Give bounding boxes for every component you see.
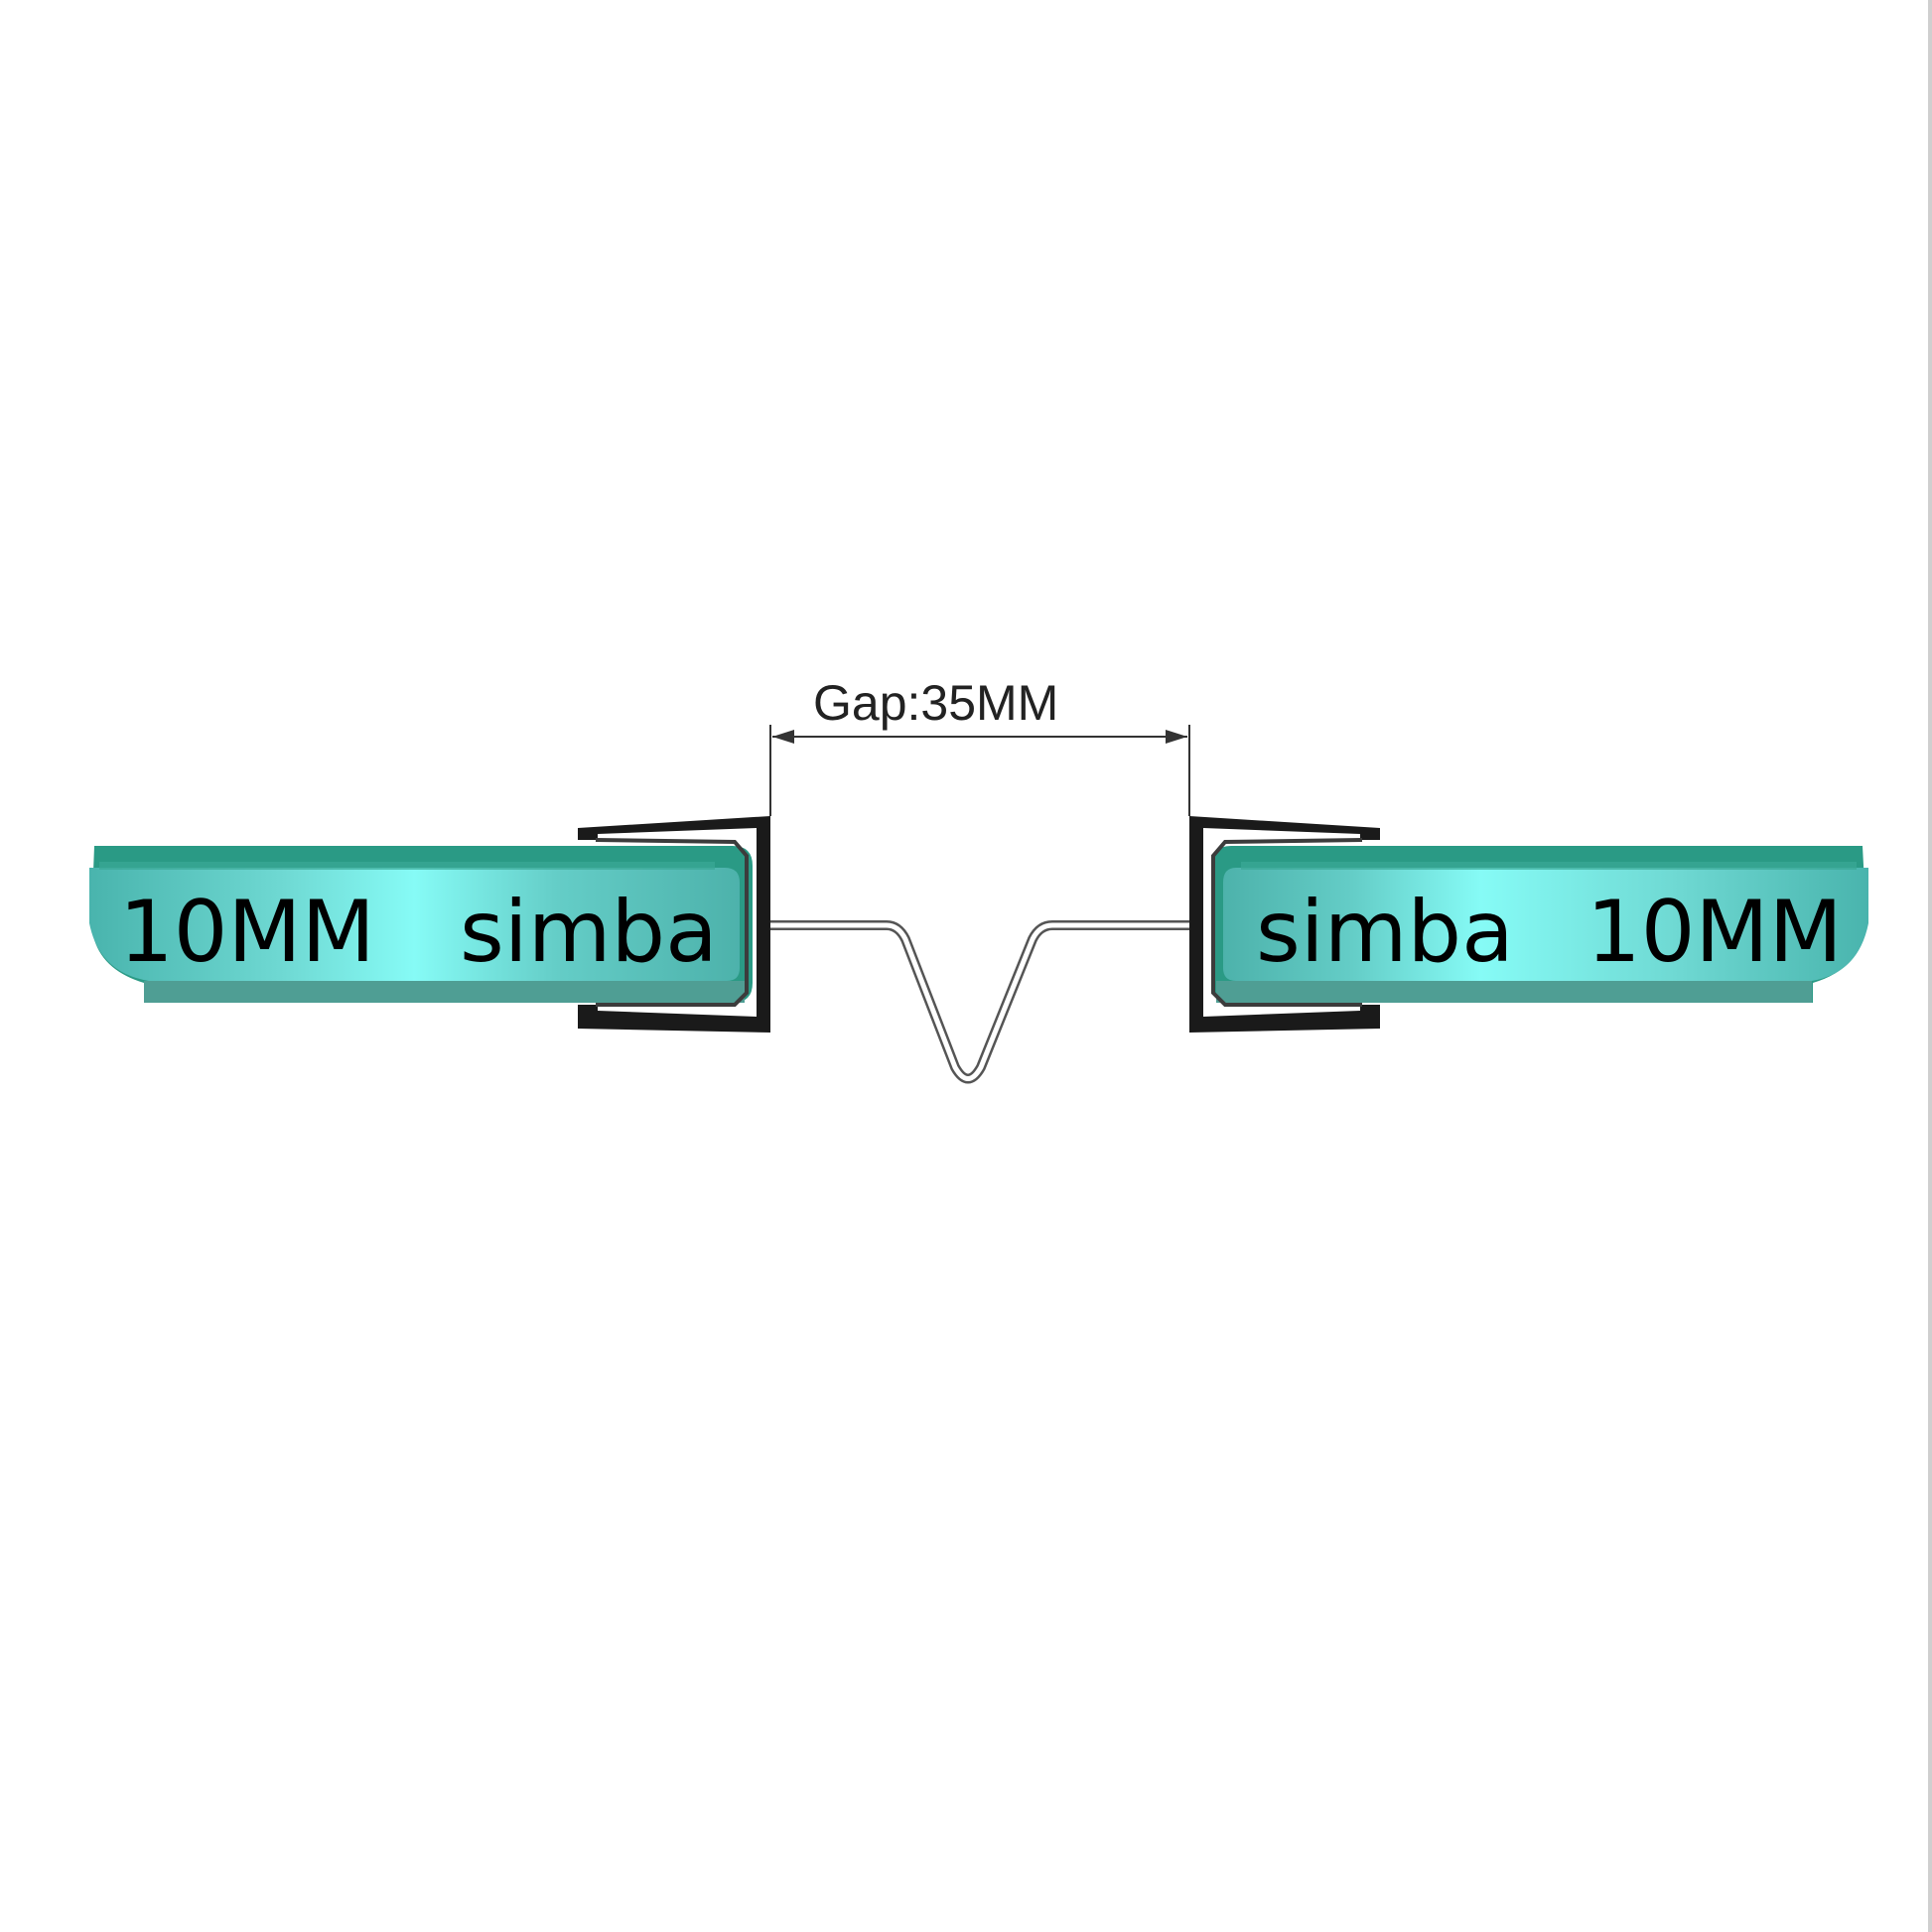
right-brand-label: simba	[1256, 883, 1514, 982]
left-glass-face	[89, 868, 740, 981]
right-glass-bottom-shadow	[1216, 981, 1812, 1003]
right-glass-top-highlight	[1241, 862, 1857, 870]
right-glass-panel: simba 10MM	[1211, 846, 1868, 1003]
right-thickness-label: 10MM	[1587, 883, 1843, 982]
left-glass-panel: 10MM simba	[89, 846, 753, 1003]
v-strip-inner	[770, 922, 1189, 1081]
gap-label: Gap:35MM	[813, 675, 1058, 731]
left-glass-top-highlight	[99, 862, 715, 870]
left-glass-bottom-shadow	[144, 981, 745, 1003]
right-glass-face	[1223, 868, 1868, 981]
left-seal-profile	[578, 816, 770, 1033]
left-thickness-label: 10MM	[119, 883, 375, 982]
v-strip-outline	[770, 920, 1189, 1084]
left-brand-label: simba	[460, 883, 718, 982]
right-seal-profile	[1189, 816, 1380, 1033]
left-u-channel-seal	[578, 816, 770, 1033]
gap-arrow-left	[772, 730, 794, 744]
v-seal-strip	[770, 920, 1189, 1084]
right-edge-strip	[1928, 0, 1932, 1932]
right-u-channel-seal	[1189, 816, 1380, 1033]
right-seal-inner-lip	[1211, 838, 1363, 1007]
left-seal-inner-lip	[595, 838, 749, 1007]
gap-arrow-right	[1166, 730, 1187, 744]
gap-dimension: Gap:35MM	[769, 675, 1190, 816]
